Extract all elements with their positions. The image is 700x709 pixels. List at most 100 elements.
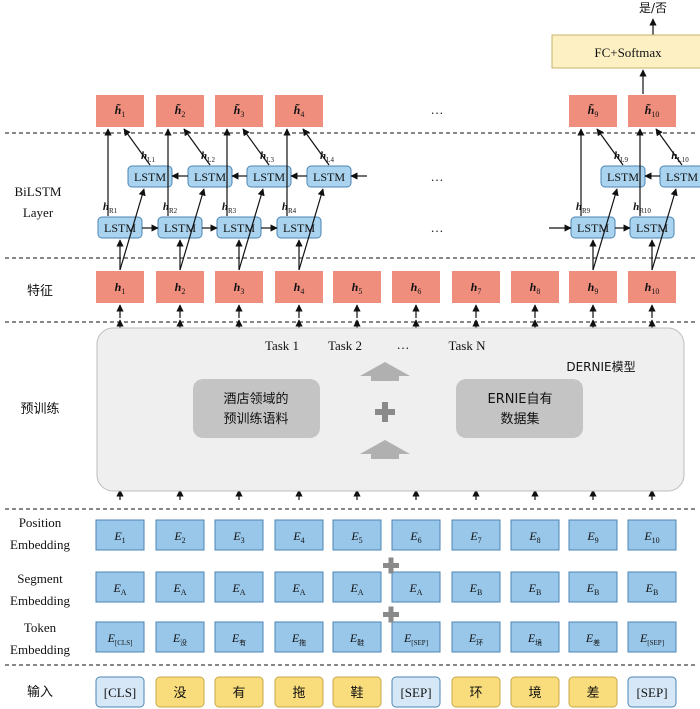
output-state-box: [275, 95, 323, 127]
segment-embedding-box: [510, 571, 560, 603]
token-embedding-label: E[SEP]: [639, 631, 664, 647]
backward-to-output-arrow: [242, 128, 270, 166]
feature-label: h1: [115, 280, 126, 296]
backward-lstm-label: LSTM: [666, 170, 698, 184]
feature-label: h7: [471, 280, 482, 296]
feature-to-backward-arrow: [119, 188, 146, 271]
input-token-label: [SEP]: [400, 685, 431, 700]
forward-lstm-label: LSTM: [577, 221, 609, 235]
token-embedding-label: E拖: [291, 631, 306, 647]
position-embedding-label: E3: [232, 529, 244, 545]
output-state-box: [156, 95, 204, 127]
up-arrow-icon: [360, 362, 410, 381]
token-embedding-box: [627, 621, 677, 653]
output-ellipsis: …: [431, 102, 444, 117]
token-label-line2: Embedding: [10, 642, 70, 657]
token-embedding-label: E[CLS]: [107, 631, 133, 647]
dataset-box: [456, 379, 583, 438]
segment-embedding-box: [214, 571, 264, 603]
segment-embedding-label: EA: [349, 581, 363, 597]
task-1-label: Task 1: [265, 338, 299, 353]
position-label-line2: Embedding: [10, 537, 70, 552]
output-state-label: h̃2: [175, 102, 186, 119]
backward-lstm-label: LSTM: [253, 170, 285, 184]
input-token-label: [CLS]: [104, 685, 137, 700]
feature-to-backward-arrow: [179, 188, 206, 271]
segment-embedding-box: [155, 571, 205, 603]
token-embedding-box: [214, 621, 264, 653]
input-token-box: [451, 676, 501, 708]
feature-label: h9: [588, 280, 599, 296]
segment-embedding-label: EB: [586, 581, 600, 597]
position-embedding-label: E9: [586, 529, 598, 545]
token-embedding-box: [451, 621, 501, 653]
token-embedding-box: [95, 621, 145, 653]
position-embedding-box: [95, 519, 145, 551]
position-embedding-label: E6: [409, 529, 421, 545]
position-label-line1: Position: [19, 515, 62, 530]
bilstm-label-line1: BiLSTM: [15, 184, 62, 199]
feature-label: h3: [234, 280, 245, 296]
segment-embedding-box: [274, 571, 324, 603]
input-token-box: [391, 676, 441, 708]
segment-embedding-box: [95, 571, 145, 603]
segment-embedding-label: EB: [645, 581, 659, 597]
forward-lstm-label: LSTM: [283, 221, 315, 235]
corpus-line1: 酒店领域的: [223, 391, 288, 407]
input-token-box: [274, 676, 324, 708]
bilstm-label-line2: Layer: [23, 205, 54, 220]
backward-lstm-label: LSTM: [134, 170, 166, 184]
feature-box: [96, 271, 144, 303]
segment-embedding-label: EB: [528, 581, 542, 597]
feature-box: [156, 271, 204, 303]
segment-embedding-label: EB: [469, 581, 483, 597]
feature-box: [275, 271, 323, 303]
output-state-label: h̃10: [645, 102, 660, 119]
forward-hidden-label: hR9: [576, 201, 591, 215]
feature-box: [452, 271, 500, 303]
backward-lstm-label: LSTM: [607, 170, 639, 184]
input-token-box: [627, 676, 677, 708]
position-embedding-box: [155, 519, 205, 551]
position-embedding-box: [391, 519, 441, 551]
token-embedding-label: E有: [231, 631, 246, 647]
token-embedding-label: E差: [585, 631, 600, 647]
position-embedding-box: [510, 519, 560, 551]
forward-lstm-label: LSTM: [223, 221, 255, 235]
token-embedding-label: E境: [527, 631, 542, 647]
input-token-label: 差: [586, 686, 599, 701]
segment-embedding-label: EA: [291, 581, 305, 597]
position-embedding-label: E5: [350, 529, 362, 545]
token-embedding-label: E没: [172, 631, 187, 647]
input-label: 输入: [27, 684, 53, 700]
feature-to-backward-arrow: [238, 188, 265, 271]
input-token-box: [510, 676, 560, 708]
feature-box: [215, 271, 263, 303]
forward-lstm-label: LSTM: [164, 221, 196, 235]
position-embedding-box: [627, 519, 677, 551]
dataset-line2: 数据集: [500, 411, 539, 427]
task-2-label: Task 2: [328, 338, 362, 353]
output-state-box: [569, 95, 617, 127]
forward-hidden-label: hR3: [222, 201, 237, 215]
position-embedding-label: E8: [528, 529, 540, 545]
token-embedding-box: [568, 621, 618, 653]
segment-embedding-box: [627, 571, 677, 603]
fc-softmax-text: FC+Softmax: [594, 45, 662, 60]
forward-hidden-label: hR10: [633, 201, 651, 215]
output-state-label: h̃1: [115, 102, 126, 119]
position-embedding-box: [568, 519, 618, 551]
feature-to-backward-arrow: [592, 188, 619, 271]
feature-to-backward-arrow: [651, 188, 678, 271]
forward-hidden-label: hR2: [163, 201, 178, 215]
feature-label: h8: [530, 280, 541, 296]
task-ellipsis: …: [397, 337, 410, 352]
feature-label: h2: [175, 280, 186, 296]
corpus-line2: 预训练语料: [223, 412, 288, 427]
dataset-line1: ERNIE自有: [487, 392, 552, 407]
input-token-box: [95, 676, 145, 708]
backward-lstm-label: LSTM: [313, 170, 345, 184]
token-embedding-label: E环: [468, 631, 483, 647]
forward-lstm-label: LSTM: [104, 221, 136, 235]
input-token-label: 拖: [292, 686, 305, 701]
